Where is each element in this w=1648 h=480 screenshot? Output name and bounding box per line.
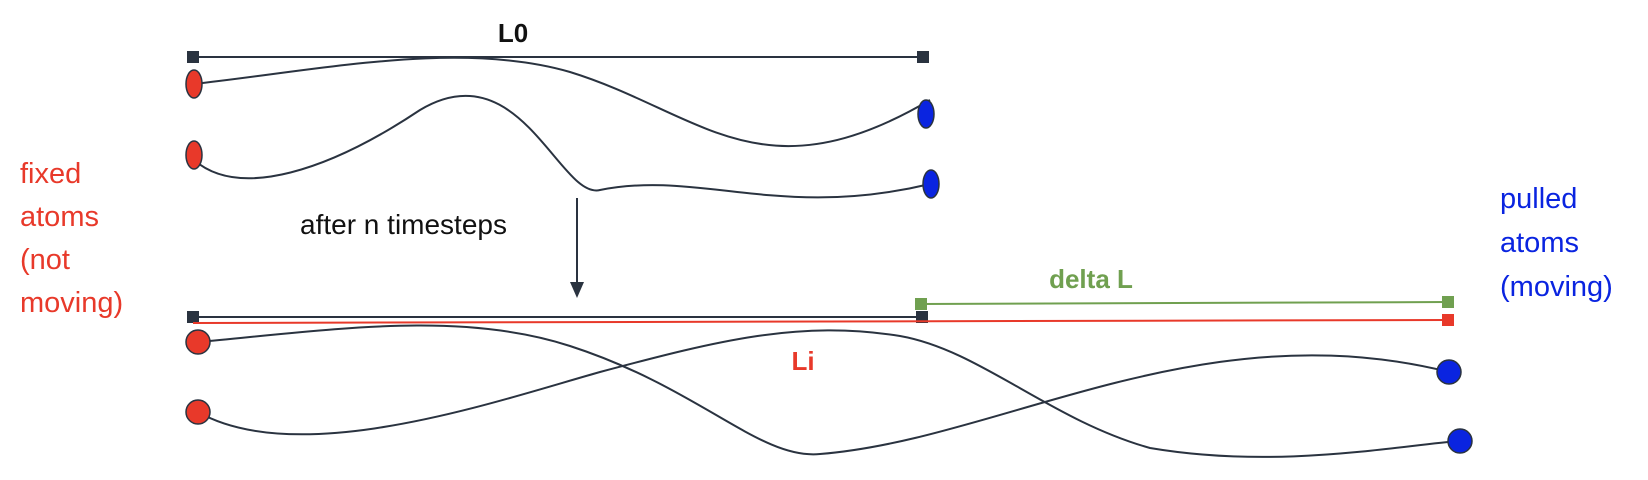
delta-l-left-marker <box>915 298 927 310</box>
fixed-label-line-3: (not <box>20 244 70 276</box>
pulled-atom-bottom-2 <box>1447 428 1473 454</box>
li-right-marker <box>1442 314 1454 326</box>
pulled-atom-top-1 <box>917 99 935 129</box>
fixed-atom-top-2 <box>185 140 203 170</box>
chain-strand-2-stretched <box>197 329 1461 458</box>
time-arrow: after n timesteps <box>300 198 584 298</box>
l0-right-marker <box>917 51 929 63</box>
fixed-atom-bottom-2 <box>185 399 211 425</box>
l0-left-marker <box>187 51 199 63</box>
chain-strand-1-initial <box>193 56 931 148</box>
fixed-label-line-2: atoms <box>20 201 99 233</box>
l0-reference-right-marker <box>916 311 928 323</box>
delta-l-right-marker <box>1442 296 1454 308</box>
pulled-atom-top-2 <box>922 169 940 199</box>
fixed-label-line-1: fixed <box>20 158 81 190</box>
stretched-state: delta L Li <box>185 264 1473 458</box>
initial-state: L0 <box>185 18 940 199</box>
fixed-atom-bottom-1 <box>185 329 211 355</box>
l0-reference-left-marker <box>187 311 199 323</box>
fixed-atoms-label: fixed atoms (not moving) <box>20 158 123 319</box>
delta-l-label: delta L <box>1049 264 1133 294</box>
pulled-label-line-1: pulled <box>1500 183 1577 215</box>
fixed-label-line-4: moving) <box>20 287 123 319</box>
pulled-label-line-2: atoms <box>1500 227 1579 259</box>
l0-label: L0 <box>498 18 528 48</box>
pulled-atom-bottom-1 <box>1436 359 1462 385</box>
li-label: Li <box>791 346 814 376</box>
li-line <box>192 319 1449 324</box>
delta-l-line <box>920 301 1449 305</box>
chain-strand-2-initial <box>193 94 931 199</box>
arrow-head <box>570 282 584 298</box>
fixed-atom-top-1 <box>185 69 203 99</box>
after-timesteps-label: after n timesteps <box>300 209 507 240</box>
pulled-label-line-3: (moving) <box>1500 271 1613 303</box>
chain-strand-1-stretched <box>197 324 1450 456</box>
pulled-atoms-label: pulled atoms (moving) <box>1500 183 1613 303</box>
